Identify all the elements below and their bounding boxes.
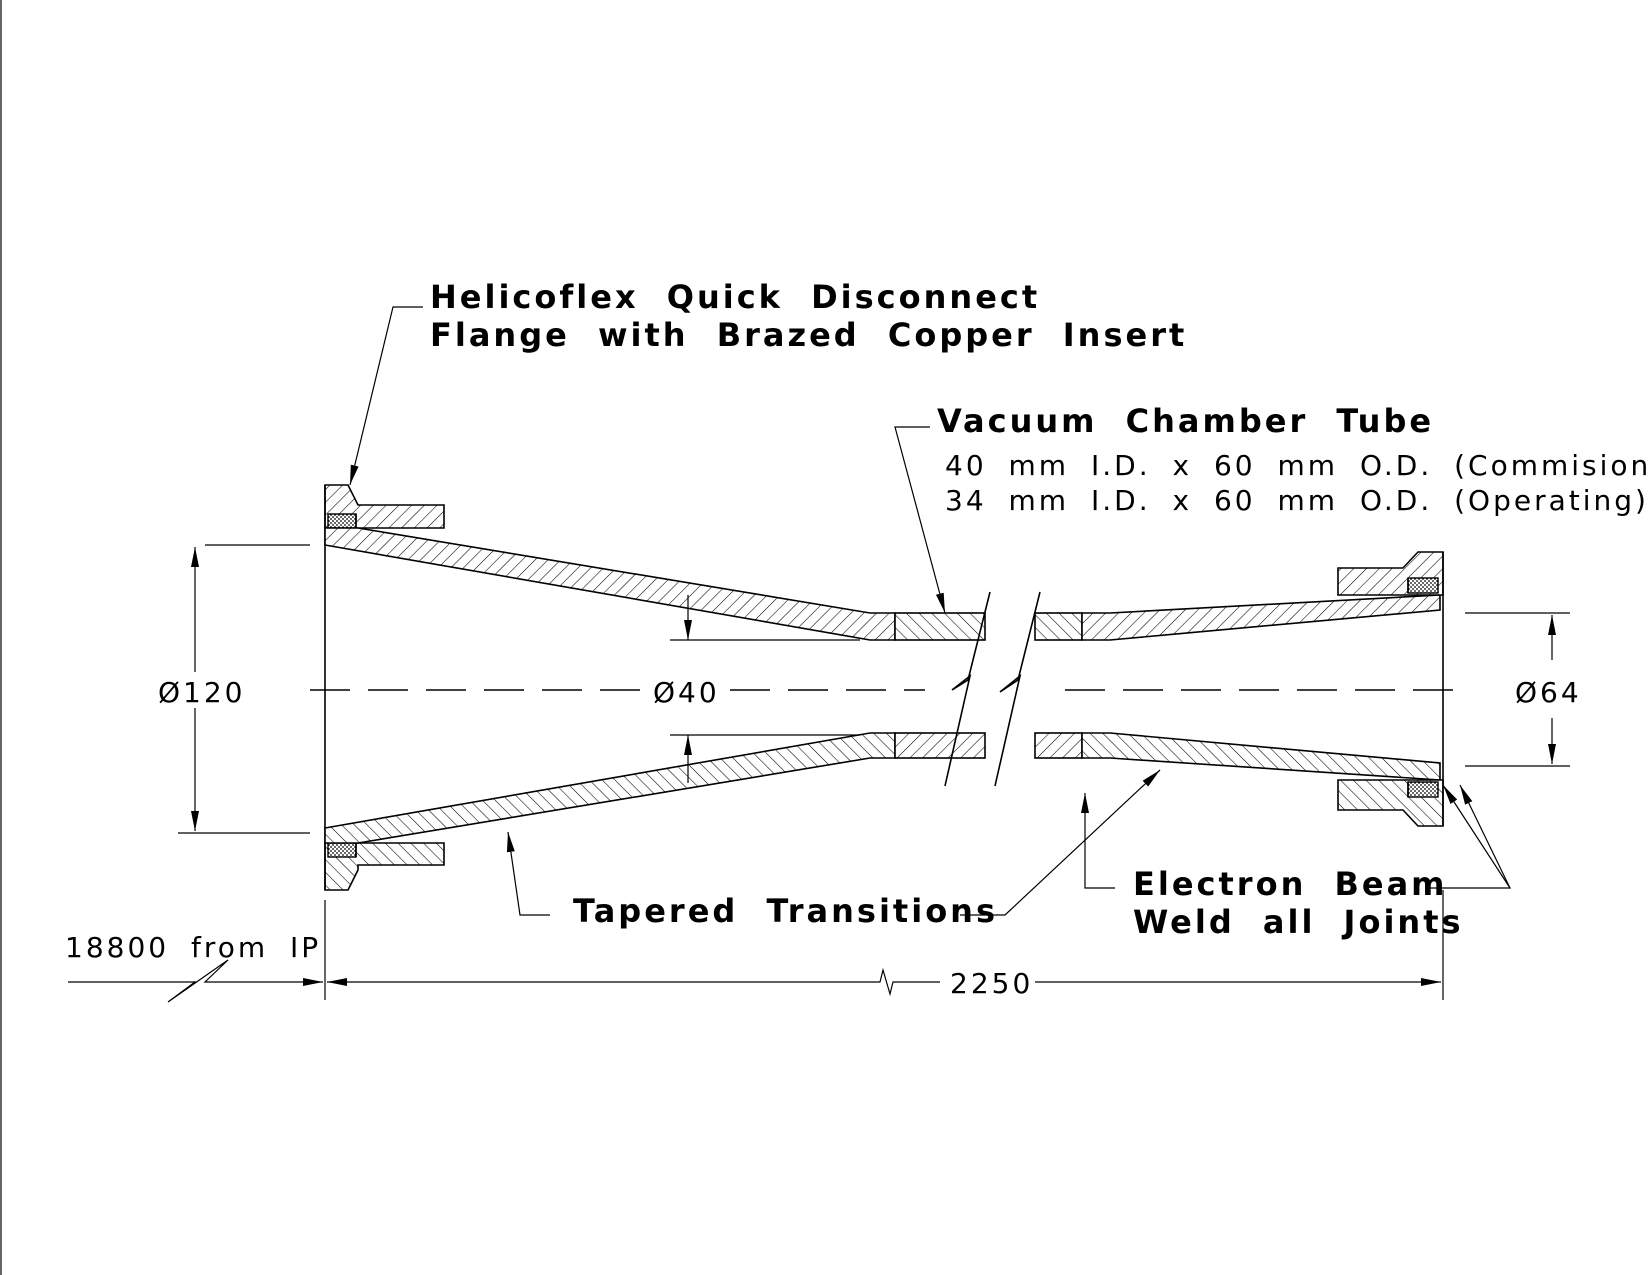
- break-line-right: [994, 591, 1041, 787]
- flange-label-line2: Flange with Brazed Copper Insert: [430, 316, 1187, 354]
- tube-leader: [894, 426, 946, 614]
- length-label: 2250: [950, 967, 1033, 1000]
- right-flange-top: [1337, 551, 1444, 596]
- left-diameter-label: Ø120: [158, 676, 245, 709]
- right-flange-bottom: [1337, 779, 1444, 827]
- tube-title: Vacuum Chamber Tube: [937, 402, 1434, 440]
- dimension-right-diameter: Ø64: [1465, 612, 1582, 767]
- tapered-leader-left: [506, 831, 550, 916]
- weld-leader-mid: [1081, 793, 1115, 889]
- dimension-offset: 18800 from IP: [65, 931, 323, 1003]
- right-diameter-label: Ø64: [1515, 676, 1582, 709]
- tube-right-top: [1034, 612, 1083, 641]
- left-flange-top: [324, 484, 445, 529]
- dimension-inner-diameter: Ø40: [653, 595, 860, 783]
- right-taper-top: [1081, 594, 1441, 641]
- break-line-left: [944, 591, 991, 787]
- inner-diameter-label: Ø40: [653, 676, 720, 709]
- weld-label-line1: Electron Beam: [1133, 865, 1448, 903]
- left-taper-bottom: [324, 732, 896, 844]
- tube-spec-line2: 34 mm I.D. x 60 mm O.D. (Operating): [945, 484, 1649, 517]
- flange-leader: [349, 306, 423, 486]
- dimension-left-diameter: Ø120: [150, 544, 310, 834]
- tube-right-bottom: [1034, 732, 1083, 759]
- tapered-leader-right: [960, 769, 1161, 916]
- flange-label-line1: Helicoflex Quick Disconnect: [430, 278, 1040, 316]
- tube-left-top: [894, 612, 986, 641]
- tube-spec-line1: 40 mm I.D. x 60 mm O.D. (Commisioning): [945, 449, 1650, 482]
- left-flange-bottom: [324, 842, 445, 891]
- right-taper-bottom: [1081, 732, 1441, 781]
- tube-left-bottom: [894, 732, 986, 759]
- tapered-label: Tapered Transitions: [573, 892, 998, 930]
- offset-label: 18800 from IP: [65, 931, 321, 964]
- left-taper-top: [324, 527, 896, 641]
- dimension-length: 2250: [324, 890, 1444, 1000]
- weld-label-line2: Weld all Joints: [1133, 903, 1464, 941]
